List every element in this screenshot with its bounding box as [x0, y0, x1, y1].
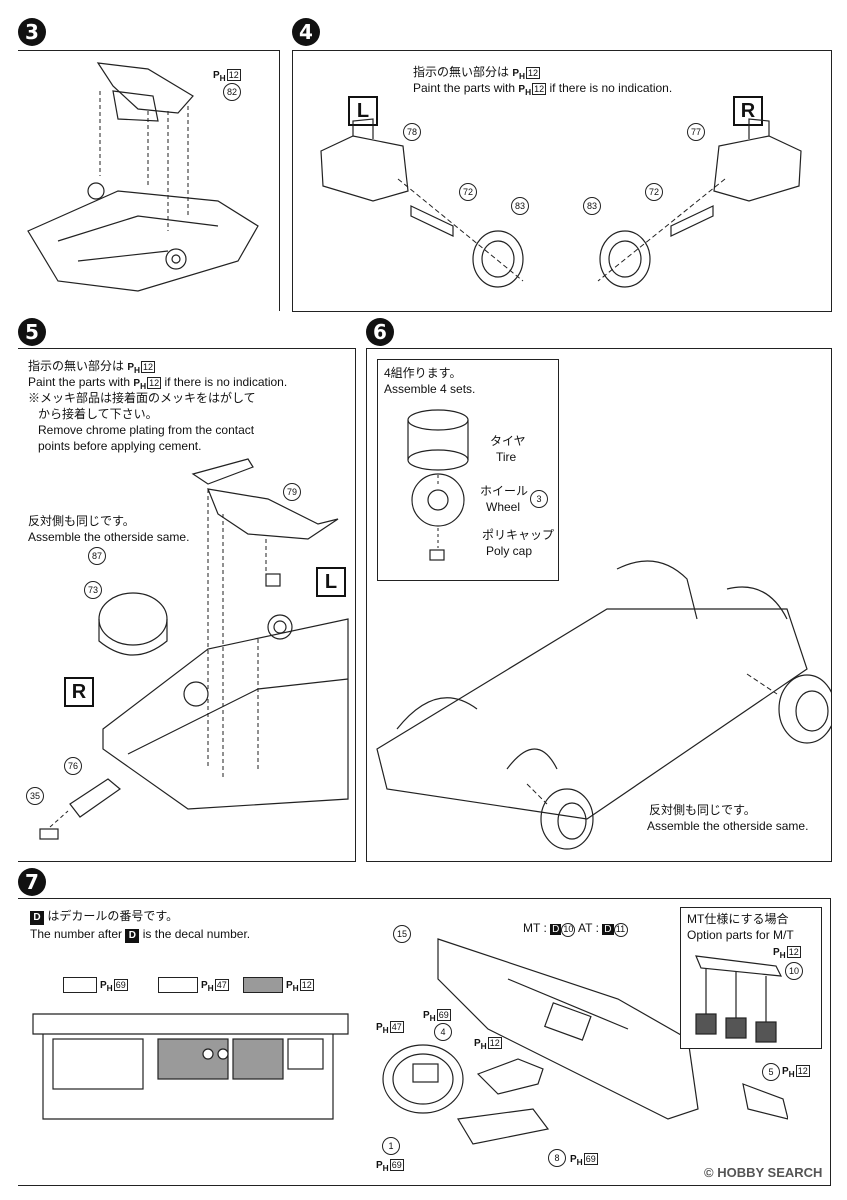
part-3: 3 [530, 490, 548, 508]
part-72-right: 72 [645, 183, 663, 201]
wheel-label-en: Wheel [486, 500, 521, 514]
step-7-drawing [382, 938, 788, 1145]
tire-label-en: Tire [496, 450, 517, 464]
step-3-badge: 3 [18, 18, 46, 46]
step-4-badge: 4 [292, 18, 320, 46]
otherside-note-jp: 反対側も同じです。 [649, 803, 756, 817]
swatch-gray-12 [243, 977, 283, 993]
part-82: 82 [223, 83, 241, 101]
part-35: 35 [26, 787, 44, 805]
chrome-note-en-1: Remove chrome plating from the contact [38, 423, 255, 437]
part-8: 8 [548, 1149, 566, 1167]
step-7-panel: D はデカールの番号です。 The number after D is the … [18, 898, 831, 1186]
step-4-drawing [320, 118, 802, 288]
part-10: 10 [785, 962, 803, 980]
part-78: 78 [403, 123, 421, 141]
decal-note-jp: D はデカールの番号です。 [30, 909, 178, 925]
right-side-label: R [733, 96, 763, 126]
decal-note-en: The number after D is the decal number. [30, 927, 251, 943]
chrome-note-en-2: points before applying cement. [38, 439, 202, 453]
dashboard-color-guide [32, 1013, 349, 1120]
polycap-label-jp: ポリキャップ [482, 528, 555, 542]
right-side-label: R [64, 677, 94, 707]
otherside-note-en: Assemble the otherside same. [647, 819, 809, 833]
part-87: 87 [88, 547, 106, 565]
swatch-white-47 [158, 977, 198, 993]
step-3-drawing [27, 62, 259, 292]
part-73: 73 [84, 581, 102, 599]
chrome-note-jp-2: から接着して下さい。 [38, 407, 158, 421]
step-6-drawing [376, 560, 831, 850]
swatch-white-69 [63, 977, 97, 993]
inset-note-jp: 4組作ります。 [384, 366, 462, 380]
left-side-label: L [316, 567, 346, 597]
hobby-search-watermark: © HOBBY SEARCH [704, 1165, 823, 1180]
part-79: 79 [283, 483, 301, 501]
step-7-badge: 7 [18, 868, 46, 896]
mt-pedal-drawing [695, 955, 783, 1043]
step-6-panel: 4組作ります。 Assemble 4 sets. タイヤ Tire ホイール W… [366, 348, 832, 862]
mt-option-jp: MT仕様にする場合 [687, 912, 789, 926]
otherside-note-jp: 反対側も同じです。 [28, 514, 135, 528]
step-6-badge: 6 [366, 318, 394, 346]
polycap-label-en: Poly cap [486, 544, 533, 558]
part-76: 76 [64, 757, 82, 775]
mt-option-en: Option parts for M/T [687, 928, 794, 942]
chrome-note-jp-1: ※メッキ部品は接着面のメッキをはがして [28, 391, 256, 405]
wheel-label-jp: ホイール [480, 484, 529, 498]
tire-label-jp: タイヤ [490, 434, 526, 448]
part-77: 77 [687, 123, 705, 141]
step-5-badge: 5 [18, 318, 46, 346]
inset-note-en: Assemble 4 sets. [384, 382, 476, 396]
part-83-right: 83 [583, 197, 601, 215]
part-1: 1 [382, 1137, 400, 1155]
wheel-drawing [407, 409, 469, 561]
part-5: 5 [762, 1063, 780, 1081]
otherside-note-en: Assemble the otherside same. [28, 530, 190, 544]
wheel-assembly-inset: 4組作ります。 Assemble 4 sets. タイヤ Tire ホイール W… [377, 359, 559, 581]
step-5-drawing [39, 458, 349, 840]
part-83-left: 83 [511, 197, 529, 215]
part-72-left: 72 [459, 183, 477, 201]
part-15: 15 [393, 925, 411, 943]
part-4: 4 [434, 1023, 452, 1041]
